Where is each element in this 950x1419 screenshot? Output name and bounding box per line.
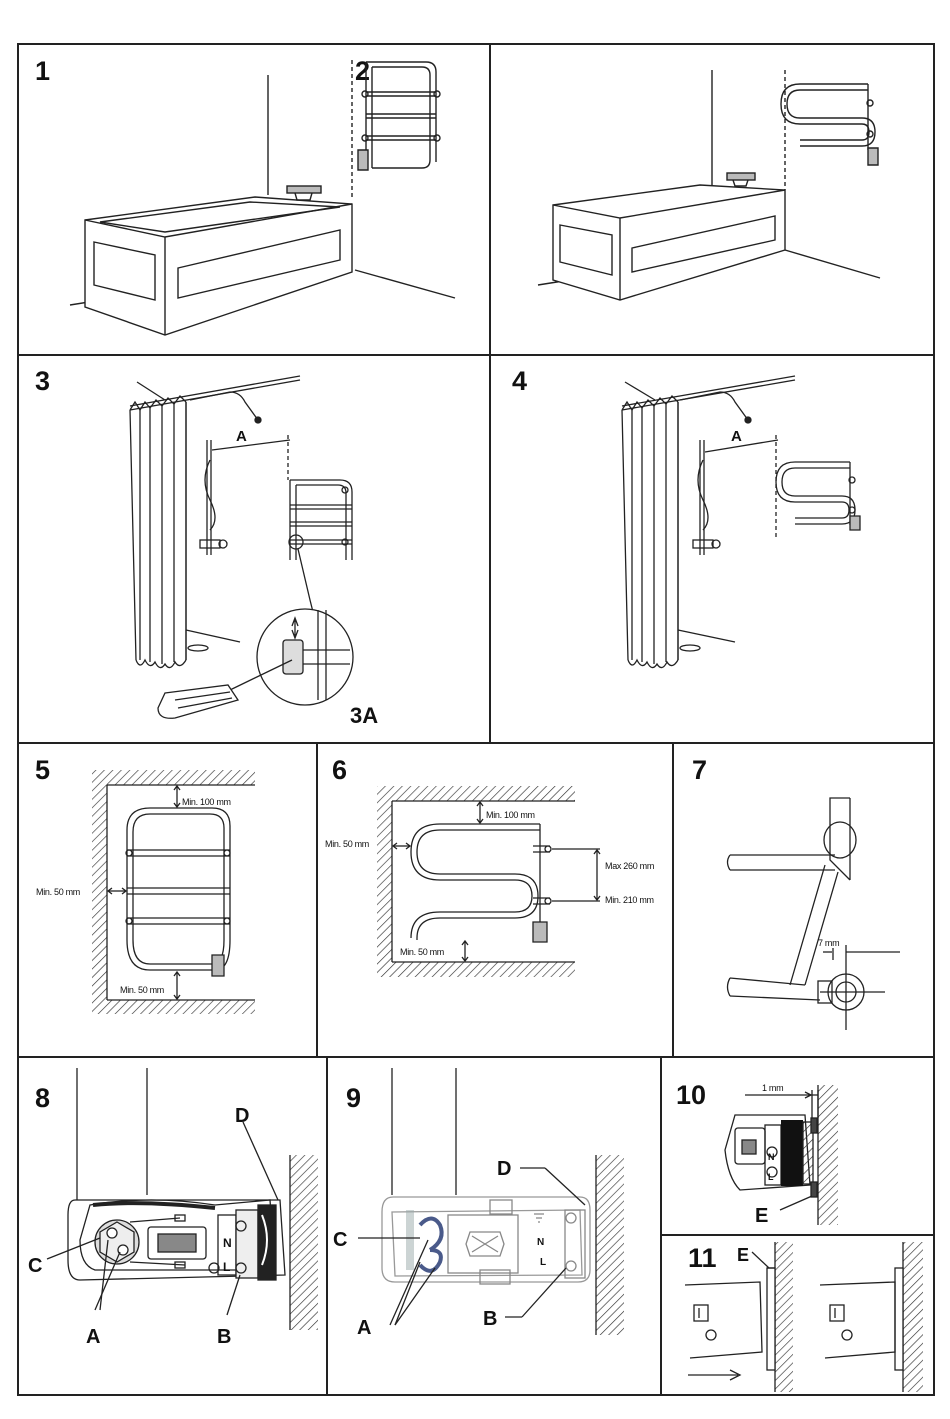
panel6-min-bottom: Min. 50 mm xyxy=(400,947,444,957)
figure-number-8: 8 xyxy=(35,1083,51,1113)
panel7-offset: 7 mm xyxy=(818,938,839,948)
bathroom-scene-serpentine xyxy=(537,70,881,301)
panel8-terminal-l: L xyxy=(223,1260,230,1274)
panel8-label-d: D xyxy=(235,1105,249,1127)
figure-number-10: 10 xyxy=(676,1080,707,1110)
panel-4 xyxy=(489,354,935,744)
figure-number-3a: 3A xyxy=(350,703,379,728)
panel8-label-c: C xyxy=(28,1255,42,1277)
panel9-terminal-n: N xyxy=(537,1237,544,1248)
panel11-label-e: E xyxy=(737,1245,749,1265)
panel8-terminal-n: N xyxy=(223,1236,232,1250)
panel3-dimension-a: A xyxy=(236,428,247,445)
thermostat-wiring-open xyxy=(46,1068,318,1330)
panel9-label-b: B xyxy=(483,1308,497,1330)
figure-number-5: 5 xyxy=(35,755,51,785)
thermostat-wiring-alt xyxy=(358,1068,624,1335)
figure-number-11: 11 xyxy=(688,1243,717,1273)
panel8-label-a: A xyxy=(86,1326,100,1348)
panel6-max-spacing: Max 260 mm xyxy=(605,861,654,871)
shower-curtain-ladder-scene xyxy=(129,375,354,719)
panel10-label-e: E xyxy=(755,1205,768,1227)
wall-gap-detail xyxy=(724,1085,838,1225)
panel9-label-d: D xyxy=(497,1158,511,1180)
panel4-dimension-a: A xyxy=(731,428,742,445)
slide-on-cover-detail xyxy=(684,1242,923,1392)
bracket-offset-detail xyxy=(726,797,900,1030)
panel-7 xyxy=(672,742,935,1058)
panel6-min-spacing: Min. 210 mm xyxy=(605,895,654,905)
figure-number-1: 1 xyxy=(35,56,51,86)
panel5-min-bottom: Min. 50 mm xyxy=(120,985,164,995)
panel10-terminal-n: N xyxy=(768,1152,775,1162)
panel9-label-a: A xyxy=(357,1317,371,1339)
figure-number-4: 4 xyxy=(512,366,528,396)
panel5-min-top: Min. 100 mm xyxy=(182,797,231,807)
panel9-label-c: C xyxy=(333,1229,347,1251)
figure-number-9: 9 xyxy=(346,1083,362,1113)
figure-number-3: 3 xyxy=(35,366,51,396)
panel8-label-b: B xyxy=(217,1326,231,1348)
panel10-gap: 1 mm xyxy=(762,1083,783,1093)
bathroom-scene-ladder xyxy=(69,60,456,336)
panel6-min-left: Min. 50 mm xyxy=(325,839,369,849)
panel10-terminal-l: L xyxy=(768,1172,774,1182)
figure-number-6: 6 xyxy=(332,755,348,785)
figure-number-7: 7 xyxy=(692,755,708,785)
panel6-min-top: Min. 100 mm xyxy=(486,810,535,820)
panel-11 xyxy=(660,1234,935,1396)
panel9-terminal-l: L xyxy=(540,1257,546,1268)
panel5-min-left: Min. 50 mm xyxy=(36,887,80,897)
shower-curtain-serpentine-scene xyxy=(621,375,861,669)
